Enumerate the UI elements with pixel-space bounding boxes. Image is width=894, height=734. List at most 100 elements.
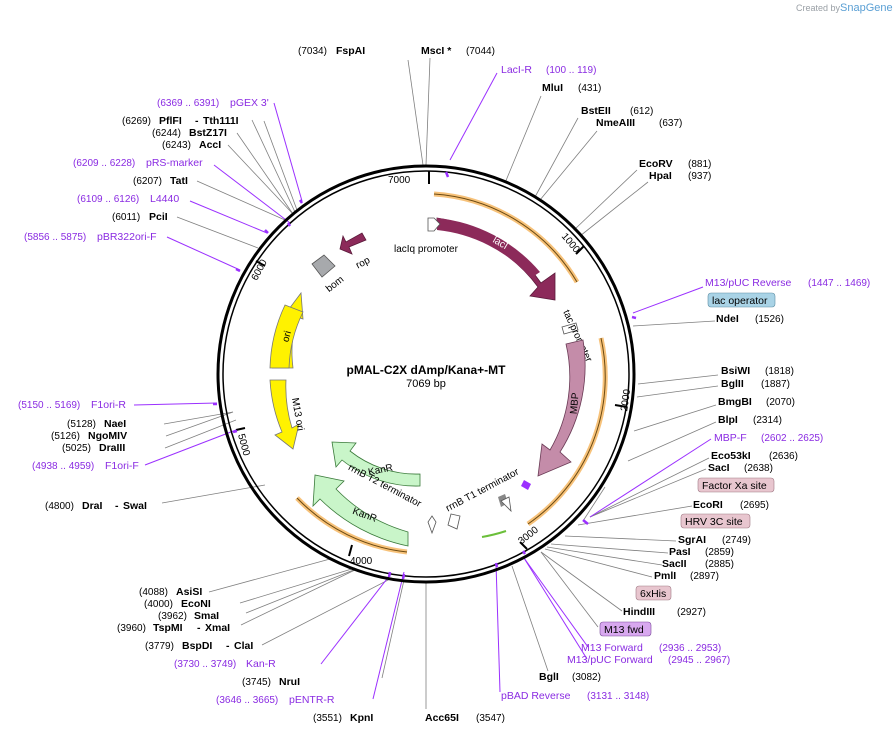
svg-text:pENTR-R: pENTR-R xyxy=(289,694,335,706)
feature-ori[interactable]: ori xyxy=(269,291,304,369)
svg-text:AsiSI: AsiSI xyxy=(176,586,202,598)
site-nrui[interactable]: (3745)NruI xyxy=(242,676,300,688)
svg-text:pGEX 3': pGEX 3' xyxy=(230,97,269,109)
box-lac-operator[interactable]: lac operator xyxy=(707,292,776,308)
feature-bom[interactable]: bom xyxy=(311,254,346,295)
svg-text:(2749): (2749) xyxy=(722,535,751,546)
site-drai-swai[interactable]: (4800)DraI-SwaI xyxy=(45,500,147,512)
primer-pentr-r[interactable]: (3646 .. 3665)pENTR-R xyxy=(216,694,335,706)
site-acci[interactable]: (6243)AccI xyxy=(162,139,221,151)
svg-text:(6243): (6243) xyxy=(162,140,191,151)
feature-kanr-inner[interactable]: KanR xyxy=(331,441,421,487)
primer-laci-r[interactable]: LacI-R(100 .. 119) xyxy=(501,64,596,76)
credit-text: Created by xyxy=(796,3,841,13)
site-ngomiv[interactable]: (5126)NgoMIV xyxy=(51,430,127,442)
primer-m13-puc-forward[interactable]: M13/pUC Forward(2945 .. 2967) xyxy=(567,654,730,666)
site-bstz17i[interactable]: (6244)BstZ17I xyxy=(152,127,227,139)
svg-text:pBAD Reverse: pBAD Reverse xyxy=(501,690,571,702)
svg-text:NdeI: NdeI xyxy=(716,313,739,325)
site-eco53ki[interactable]: Eco53kI(2636) xyxy=(711,450,798,462)
site-ecorv[interactable]: EcoRV(881) xyxy=(639,158,711,170)
site-pmli[interactable]: PmlI(2897) xyxy=(654,570,719,582)
site-nmeaiii[interactable]: NmeAIII(637) xyxy=(596,117,682,129)
site-bspdi-clai[interactable]: (3779)BspDI-ClaI xyxy=(145,640,253,652)
svg-text:KpnI: KpnI xyxy=(350,712,373,724)
primer-m13-forward[interactable]: M13 Forward(2936 .. 2953) xyxy=(581,642,721,654)
box-6xhis[interactable]: 6xHis xyxy=(635,585,672,601)
svg-text:LacI-R: LacI-R xyxy=(501,64,532,76)
box-hrv-3c-site[interactable]: HRV 3C site xyxy=(680,513,751,529)
svg-text:(2936 .. 2953): (2936 .. 2953) xyxy=(659,643,721,654)
site-fspai[interactable]: (7034)FspAI xyxy=(298,45,365,57)
svg-text:EcoRI: EcoRI xyxy=(693,499,723,511)
svg-text:BlpI: BlpI xyxy=(718,414,738,426)
primer-pbad-reverse[interactable]: pBAD Reverse(3131 .. 3148) xyxy=(501,690,649,702)
primer-f1ori-r[interactable]: (5150 .. 5169)F1ori-R xyxy=(18,399,126,411)
boxed-labels: lac operator Factor Xa site HRV 3C site … xyxy=(599,292,776,637)
site-draiii[interactable]: (5025)DraIII xyxy=(62,442,125,454)
svg-text:Factor Xa site: Factor Xa site xyxy=(702,480,767,492)
svg-text:(5126): (5126) xyxy=(51,431,80,442)
primer-kan-r[interactable]: (3730 .. 3749)Kan-R xyxy=(174,658,276,670)
site-hpai[interactable]: HpaI(937) xyxy=(649,170,711,182)
backbone-outer xyxy=(216,164,636,584)
svg-text:XmaI: XmaI xyxy=(205,622,230,634)
feature-laciq-promoter[interactable]: lacIq promoter xyxy=(394,217,459,255)
primer-mbp-f[interactable]: MBP-F(2602 .. 2625) xyxy=(714,432,823,444)
site-sgrai[interactable]: SgrAI(2749) xyxy=(678,534,751,546)
site-hindiii[interactable]: HindIII(2927) xyxy=(623,606,706,618)
feature-m13-ori[interactable]: M13 ori xyxy=(269,379,306,450)
svg-text:-: - xyxy=(226,640,230,652)
site-msci[interactable]: MscI *(7044) xyxy=(421,45,495,57)
primer-l4440[interactable]: (6109 .. 6126)L4440 xyxy=(77,193,179,205)
svg-text:(6269): (6269) xyxy=(122,116,151,127)
feature-laci[interactable]: lacI xyxy=(436,217,556,301)
svg-text:TatI: TatI xyxy=(170,175,188,187)
site-ecori[interactable]: EcoRI(2695) xyxy=(693,499,769,511)
site-pflfi-tth111i[interactable]: (6269)PflFI-Tth111I xyxy=(122,115,239,127)
site-bgli[interactable]: BglI(3082) xyxy=(539,671,601,683)
site-pasi[interactable]: PasI(2859) xyxy=(669,546,734,558)
svg-text:(2885): (2885) xyxy=(705,559,734,570)
feature-mbp[interactable]: MBP xyxy=(537,339,586,477)
feature-rop[interactable]: rop xyxy=(339,232,372,271)
site-asisi[interactable]: (4088)AsiSI xyxy=(139,586,202,598)
primer-pbr322ori-f[interactable]: (5856 .. 5875)pBR322ori-F xyxy=(24,231,157,243)
site-bsiwi[interactable]: BsiWI(1818) xyxy=(721,365,794,377)
site-naei[interactable]: (5128)NaeI xyxy=(67,418,126,430)
site-bmgbi[interactable]: BmgBI(2070) xyxy=(718,396,795,408)
site-bsteii[interactable]: BstEII(612) xyxy=(581,105,653,117)
site-smai[interactable]: (3962)SmaI xyxy=(158,610,219,622)
site-econi[interactable]: (4000)EcoNI xyxy=(144,598,211,610)
site-tati[interactable]: (6207)TatI xyxy=(133,175,188,187)
site-tspmi-xmai[interactable]: (3960)TspMI-XmaI xyxy=(117,622,230,634)
svg-text:F1ori-F: F1ori-F xyxy=(105,460,139,472)
backbone-inner xyxy=(222,170,630,578)
svg-text:SwaI: SwaI xyxy=(123,500,147,512)
svg-text:BglI: BglI xyxy=(539,671,559,683)
svg-text:BglII: BglII xyxy=(721,378,744,390)
svg-text:SacI: SacI xyxy=(708,462,730,474)
site-blpi[interactable]: BlpI(2314) xyxy=(718,414,782,426)
site-sacii[interactable]: SacII(2885) xyxy=(662,558,734,570)
site-pcii[interactable]: (6011)PciI xyxy=(112,211,168,223)
tick-label-2000: 2000 xyxy=(619,388,633,412)
site-ndei[interactable]: NdeI(1526) xyxy=(716,313,784,325)
svg-text:(7034): (7034) xyxy=(298,46,327,57)
site-saci[interactable]: SacI(2638) xyxy=(708,462,773,474)
box-m13-fwd[interactable]: M13 fwd xyxy=(599,621,652,637)
primer-f1ori-f[interactable]: (4938 .. 4959)F1ori-F xyxy=(32,460,139,472)
primer-prs-marker[interactable]: (6209 .. 6228)pRS-marker xyxy=(73,157,203,169)
primer-m13-puc-reverse[interactable]: M13/pUC Reverse(1447 .. 1469) xyxy=(705,277,870,289)
svg-text:(3779): (3779) xyxy=(145,641,174,652)
primer-pgex-3[interactable]: (6369 .. 6391)pGEX 3' xyxy=(157,97,269,109)
site-bglii[interactable]: BglII(1887) xyxy=(721,378,790,390)
site-kpni[interactable]: (3551)KpnI xyxy=(313,712,373,724)
svg-text:(6244): (6244) xyxy=(152,128,181,139)
site-acc65i[interactable]: Acc65I(3547) xyxy=(425,712,505,724)
site-mlui[interactable]: MluI(431) xyxy=(542,82,601,94)
snapgene-brand: SnapGene xyxy=(840,2,893,14)
box-factor-xa-site[interactable]: Factor Xa site xyxy=(697,477,775,493)
feature-rrnb-t1-terminator[interactable]: rrnB T1 terminator xyxy=(444,466,531,514)
